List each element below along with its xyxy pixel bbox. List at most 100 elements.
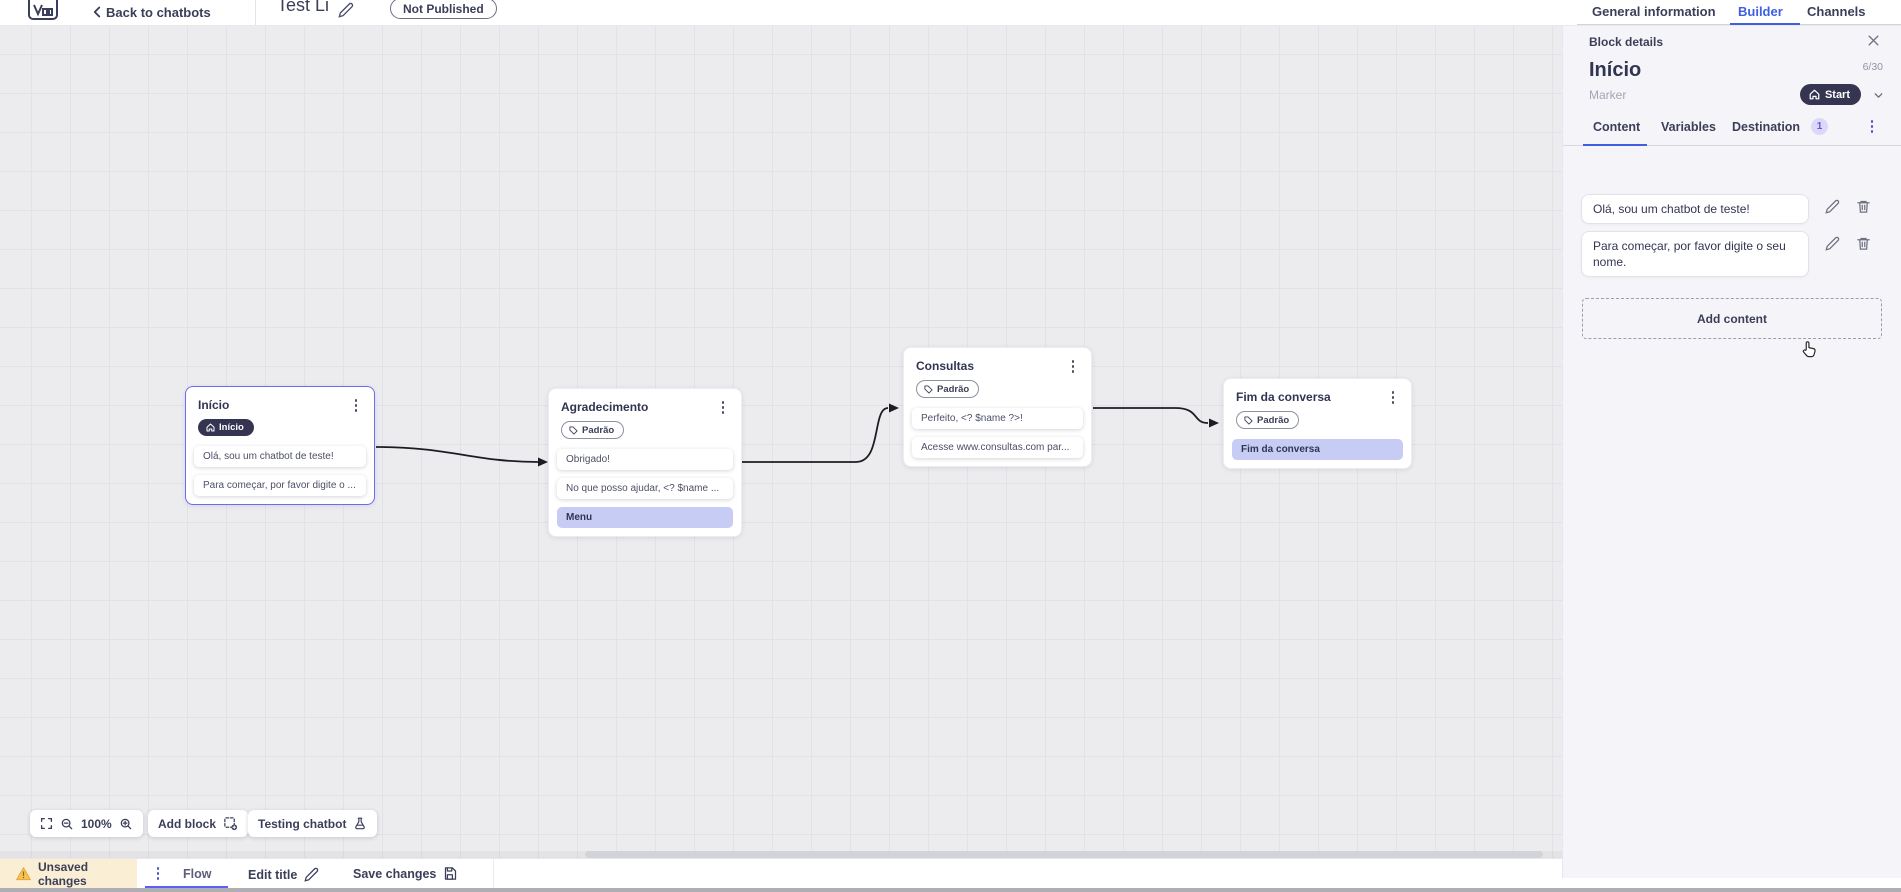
testing-chatbot-button[interactable]: Testing chatbot <box>248 810 378 837</box>
tab-channels[interactable]: Channels <box>1807 4 1866 19</box>
chatbot-title: Test Li <box>277 0 330 15</box>
flow-canvas[interactable] <box>0 26 1562 858</box>
marker-label: Marker <box>1589 88 1627 102</box>
top-bar: Back to chatbots Test Li Not Published G… <box>0 0 1901 26</box>
edit-message-pencil-icon[interactable] <box>1825 236 1840 251</box>
warning-triangle-icon <box>16 867 31 881</box>
testing-chatbot-label: Testing chatbot <box>258 816 347 831</box>
unsaved-changes-label: Unsaved changes <box>38 860 89 888</box>
block-message-item[interactable]: Obrigado! <box>557 449 733 470</box>
block-message-item[interactable]: Perfeito, <? $name ?>! <box>912 408 1083 429</box>
block-message-item[interactable]: Para começar, por favor digite o ... <box>194 475 366 496</box>
block-menu-item[interactable]: Menu <box>557 507 733 528</box>
padrao-badge: Padrão <box>561 421 625 439</box>
panel-header: Block details <box>1589 35 1664 49</box>
block-title: Fim da conversa <box>1236 390 1331 404</box>
block-title: Consultas <box>916 359 975 373</box>
content-message-row: Para começar, por favor digite o seu nom… <box>1581 231 1871 278</box>
edit-message-pencil-icon[interactable] <box>1825 199 1840 214</box>
block-message-item[interactable]: Acesse www.consultas.com par... <box>912 437 1083 458</box>
tab-variables[interactable]: Variables <box>1661 120 1716 134</box>
save-changes-button[interactable]: Save changes <box>353 866 458 881</box>
badge-label: Padrão <box>937 383 970 395</box>
content-tab-underline <box>1583 143 1647 146</box>
flask-icon <box>353 817 367 831</box>
delete-message-trash-icon[interactable] <box>1856 199 1871 214</box>
topbar-divider <box>255 0 256 25</box>
block-menu-kebab-icon[interactable] <box>1387 390 1399 406</box>
badge-label: Padrão <box>582 424 615 436</box>
marker-start-pill[interactable]: Start <box>1799 84 1861 105</box>
add-block-icon <box>223 816 238 831</box>
destination-count-badge: 1 <box>1811 118 1828 135</box>
tab-destination[interactable]: Destination <box>1732 120 1801 134</box>
tab-content[interactable]: Content <box>1593 120 1641 134</box>
mouse-cursor <box>1798 338 1820 362</box>
block-menu-kebab-icon[interactable] <box>350 398 362 414</box>
block-menu-kebab-icon[interactable] <box>1067 359 1079 375</box>
tab-builder[interactable]: Builder <box>1738 4 1783 19</box>
unsaved-changes-chip: Unsaved changes <box>0 859 137 889</box>
status-badge: Not Published <box>390 0 497 19</box>
block-title: Agradecimento <box>561 400 649 414</box>
tab-general-information[interactable]: General information <box>1592 4 1716 19</box>
add-content-button[interactable]: Add content <box>1582 298 1882 339</box>
badge-label: Padrão <box>1257 414 1290 426</box>
block-details-panel: Block details Início 6/30 Marker Start C… <box>1562 26 1901 878</box>
canvas-horizontal-scrollbar[interactable] <box>0 851 1562 858</box>
bottombar-divider <box>493 859 494 889</box>
edit-title-pencil-icon[interactable] <box>338 2 354 18</box>
add-block-button[interactable]: Add block <box>148 810 249 837</box>
edit-title-button[interactable]: Edit title <box>248 867 319 882</box>
zoom-out-icon[interactable] <box>60 817 74 831</box>
edit-title-label: Edit title <box>248 867 298 882</box>
marker-value: Start <box>1824 88 1850 101</box>
flow-block-consultas[interactable]: Consultas Padrão Perfeito, <? $name ?>! … <box>903 347 1092 467</box>
save-floppy-icon <box>443 866 458 881</box>
block-message-item[interactable]: No que posso ajudar, <? $name ... <box>557 478 733 499</box>
flow-block-inicio[interactable]: Início Início Olá, sou um chatbot de tes… <box>185 386 375 505</box>
bottom-bar: Unsaved changes Flow Edit title Save cha… <box>0 858 1901 889</box>
scrollbar-thumb[interactable] <box>585 851 1543 858</box>
tab-flow[interactable]: Flow <box>183 867 212 881</box>
chevron-down-icon[interactable] <box>1872 89 1885 102</box>
content-message-row: Olá, sou um chatbot de teste! <box>1581 194 1871 225</box>
flow-block-agradecimento[interactable]: Agradecimento Padrão Obrigado! No que po… <box>548 388 742 537</box>
badge-label: Início <box>219 422 244 433</box>
back-chevron-icon[interactable] <box>88 3 106 21</box>
start-marker-badge: Início <box>198 419 254 436</box>
block-menu-kebab-icon[interactable] <box>717 400 729 416</box>
app-logo-icon[interactable] <box>28 0 58 20</box>
add-block-label: Add block <box>158 816 217 831</box>
block-name-field[interactable]: Início <box>1589 59 1642 81</box>
tag-icon <box>924 384 933 394</box>
back-to-chatbots-link[interactable]: Back to chatbots <box>106 5 211 20</box>
zoom-in-icon[interactable] <box>119 817 133 831</box>
save-changes-label: Save changes <box>353 866 437 881</box>
builder-tab-underline <box>1730 23 1800 25</box>
padrao-badge: Padrão <box>1236 411 1300 429</box>
fit-view-icon[interactable] <box>40 817 53 830</box>
zoom-controls: 100% <box>30 810 143 837</box>
message-text-box[interactable]: Olá, sou um chatbot de teste! <box>1581 194 1809 225</box>
block-title: Início <box>198 398 230 412</box>
flow-tab-underline <box>145 886 228 889</box>
block-end-item[interactable]: Fim da conversa <box>1232 439 1403 460</box>
block-message-item[interactable]: Olá, sou um chatbot de teste! <box>194 446 366 467</box>
tag-icon <box>569 425 578 435</box>
tag-icon <box>1244 415 1253 425</box>
house-icon <box>206 423 215 432</box>
pencil-icon <box>304 867 319 882</box>
padrao-badge: Padrão <box>916 380 980 398</box>
zoom-level: 100% <box>81 816 112 831</box>
close-icon[interactable] <box>1866 33 1881 48</box>
char-counter: 6/30 <box>1862 61 1883 73</box>
panel-tabs: Content Variables Destination 1 <box>1563 114 1901 146</box>
house-icon <box>1809 89 1820 100</box>
bottom-kebab-icon[interactable] <box>152 866 164 882</box>
message-text-box[interactable]: Para começar, por favor digite o seu nom… <box>1581 231 1809 278</box>
delete-message-trash-icon[interactable] <box>1856 236 1871 251</box>
flow-block-fim[interactable]: Fim da conversa Padrão Fim da conversa <box>1223 378 1412 469</box>
panel-kebab-icon[interactable] <box>1866 119 1878 135</box>
window-bottom-strip <box>0 888 1901 892</box>
